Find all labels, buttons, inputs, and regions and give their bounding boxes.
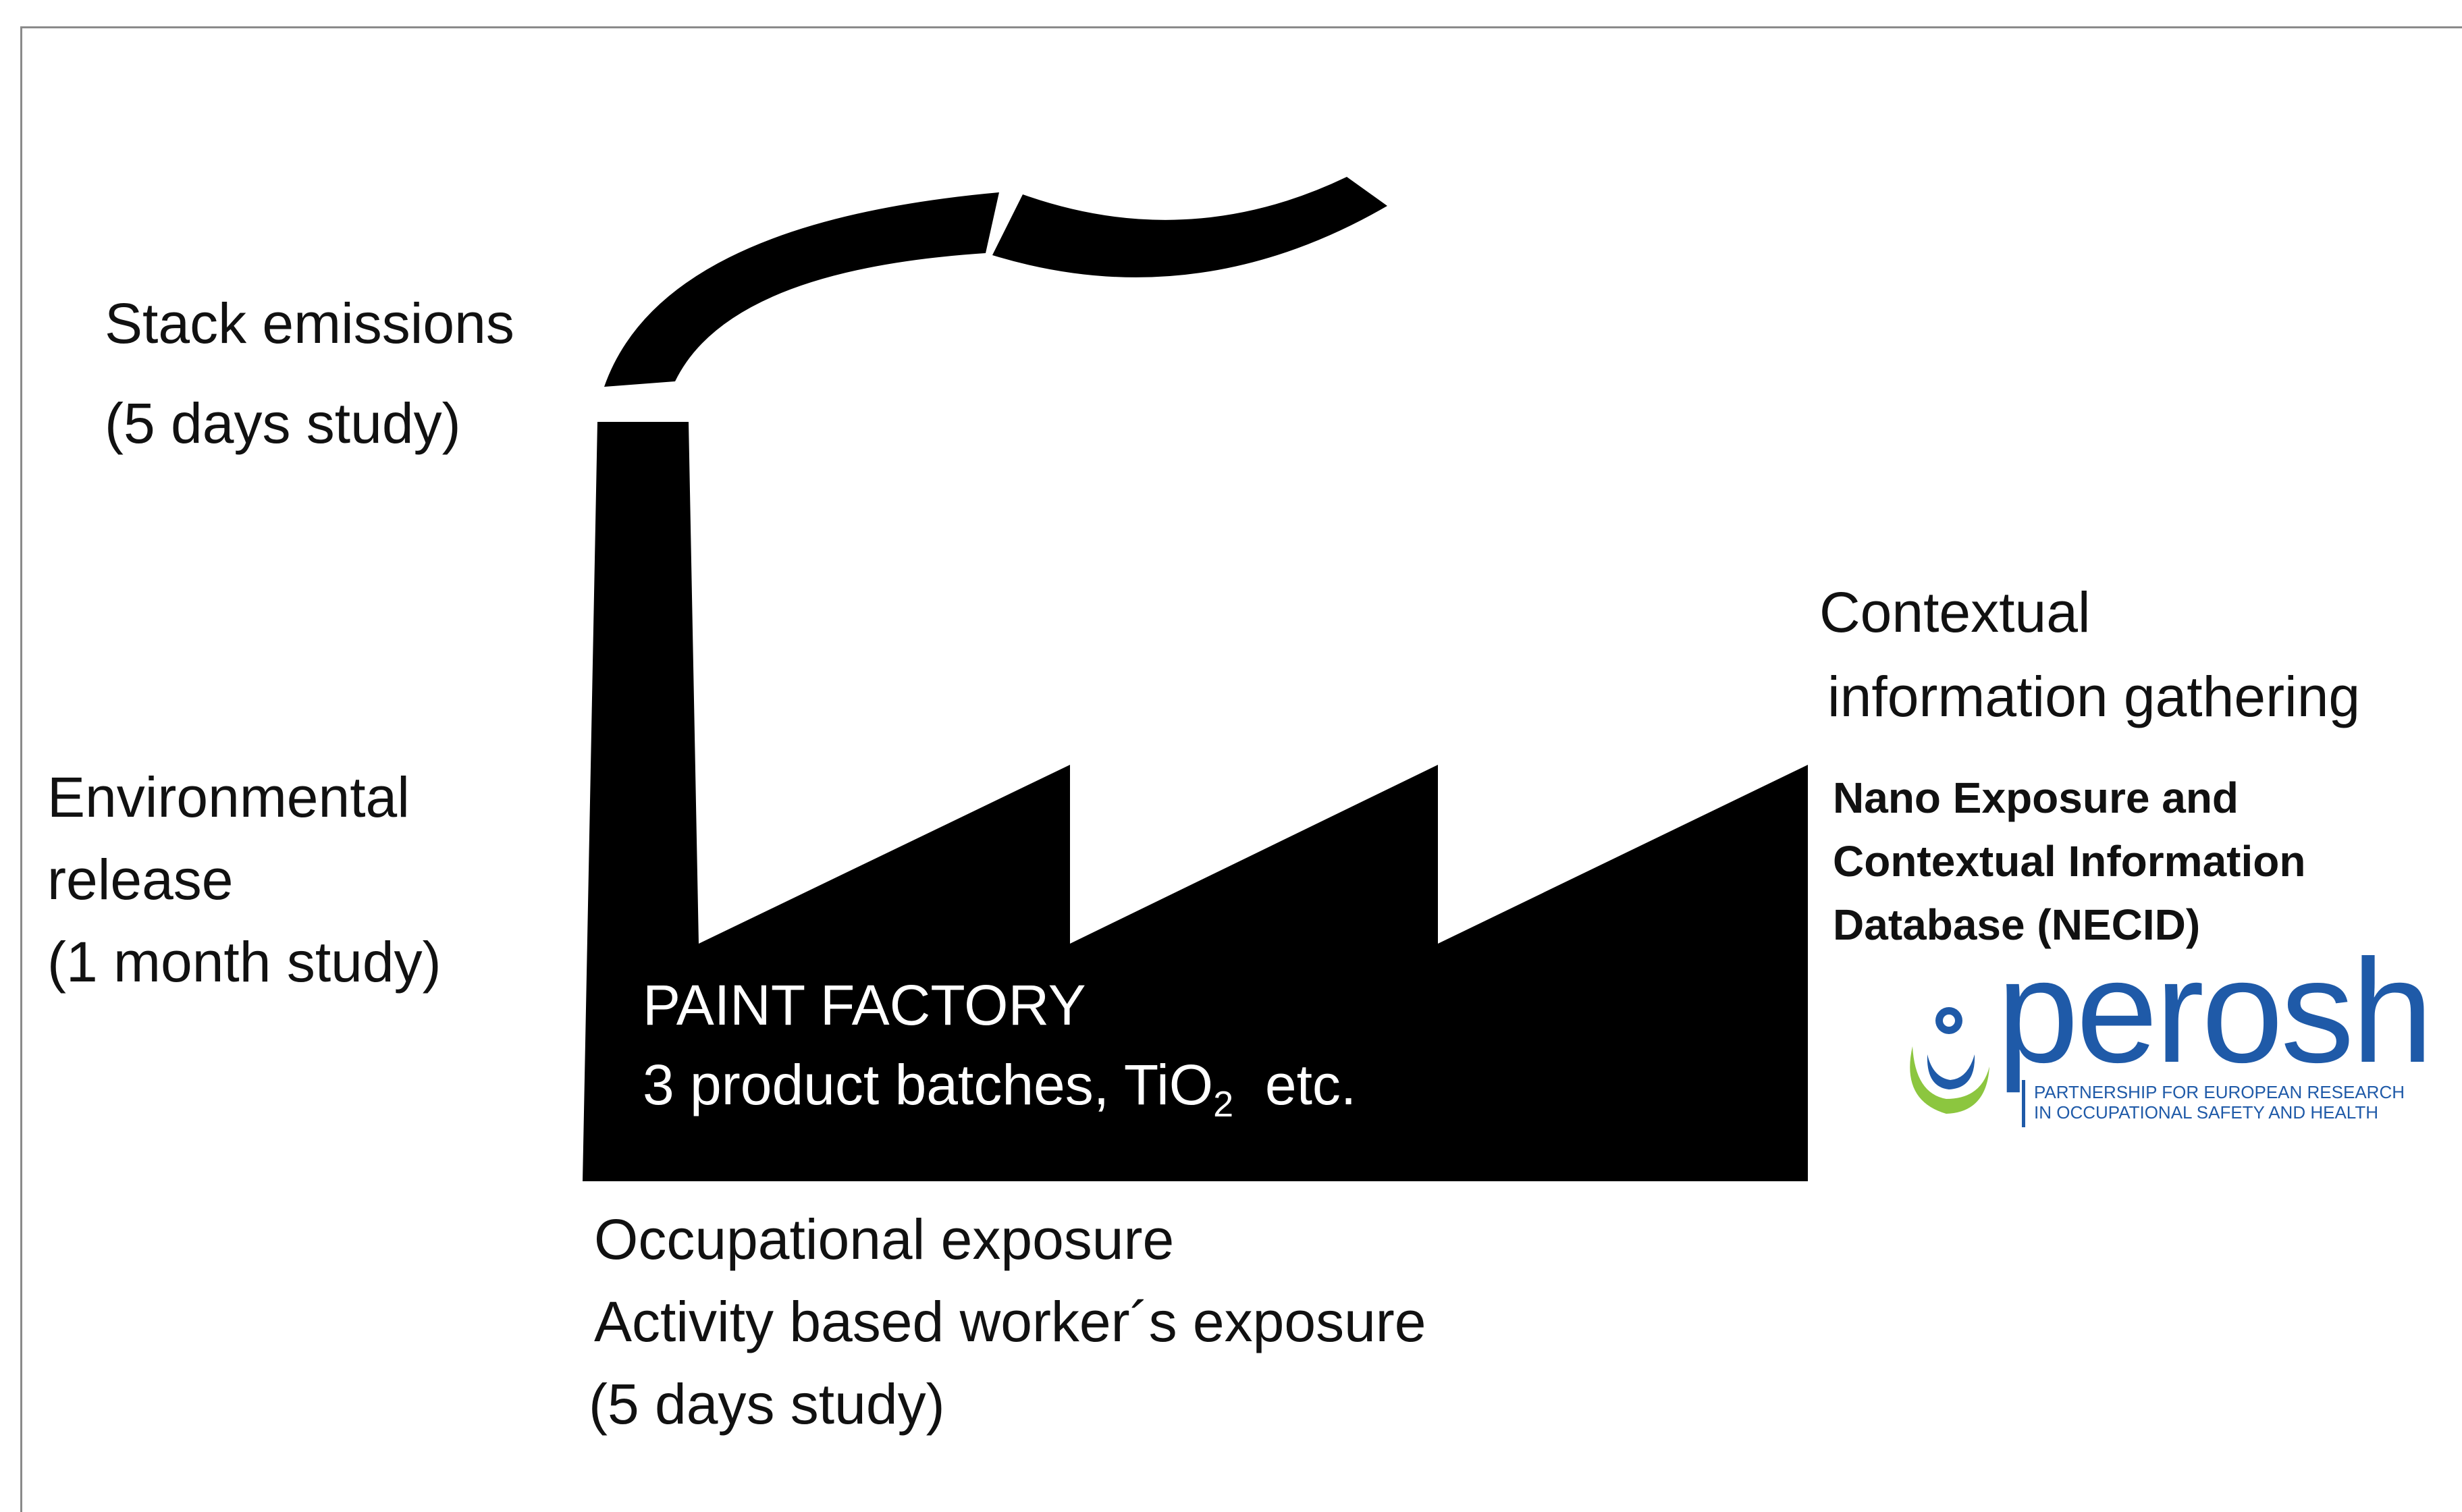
perosh-divider: [2022, 1080, 2025, 1127]
necid-line2: Contextual Information: [1833, 837, 2306, 886]
necid-line3: Database (NECID): [1833, 900, 2201, 949]
stack-emissions-duration: (5 days study): [105, 392, 461, 455]
occupational-exposure-label: Occupational exposure Activity based wor…: [589, 1198, 1426, 1445]
stack-emissions-label: Stack emissions (5 days study): [105, 273, 514, 473]
contextual-information-line2: information gathering: [1827, 665, 2361, 728]
environmental-release-duration: (1 month study): [47, 930, 441, 994]
perosh-tagline-line1: PARTNERSHIP FOR EUROPEAN RESEARCH: [2034, 1082, 2405, 1102]
paint-factory-title: PAINT FACTORY: [643, 973, 1086, 1037]
contextual-information-line1: Contextual: [1819, 580, 2091, 644]
perosh-logo: perosh PARTNERSHIP FOR EUROPEAN RESEARCH…: [1900, 938, 2434, 1141]
contextual-information-label: Contextual information gathering: [1819, 570, 2360, 739]
environmental-release-line2: release: [47, 848, 234, 911]
smoke-plume-left: [604, 192, 999, 387]
perosh-emblem-icon: [1910, 1007, 1989, 1114]
paint-factory-label: PAINT FACTORY 3 product batches, TiO2 et…: [643, 965, 1356, 1125]
paint-factory-batches: 3 product batches, TiO2 etc.: [643, 1053, 1357, 1125]
necid-database-label: Nano Exposure and Contextual Information…: [1833, 766, 2305, 956]
occupational-exposure-title: Occupational exposure: [594, 1208, 1175, 1271]
perosh-tagline: PARTNERSHIP FOR EUROPEAN RESEARCH IN OCC…: [2034, 1082, 2405, 1123]
occupational-exposure-activity: Activity based worker´s exposure: [594, 1290, 1426, 1353]
environmental-release-label: Environmental release (1 month study): [47, 756, 441, 1003]
frame-left-border: [20, 26, 22, 1512]
environmental-release-line1: Environmental: [47, 765, 410, 829]
frame-top-border: [20, 26, 2462, 28]
occupational-exposure-duration: (5 days study): [589, 1372, 945, 1436]
perosh-tagline-line2: IN OCCUPATIONAL SAFETY AND HEALTH: [2034, 1102, 2378, 1123]
smoke-plume-right: [992, 177, 1387, 277]
perosh-wordmark: perosh: [1997, 929, 2434, 1094]
necid-line1: Nano Exposure and: [1833, 774, 2239, 822]
factory-body: [583, 422, 1808, 1181]
stack-emissions-title: Stack emissions: [105, 292, 514, 355]
